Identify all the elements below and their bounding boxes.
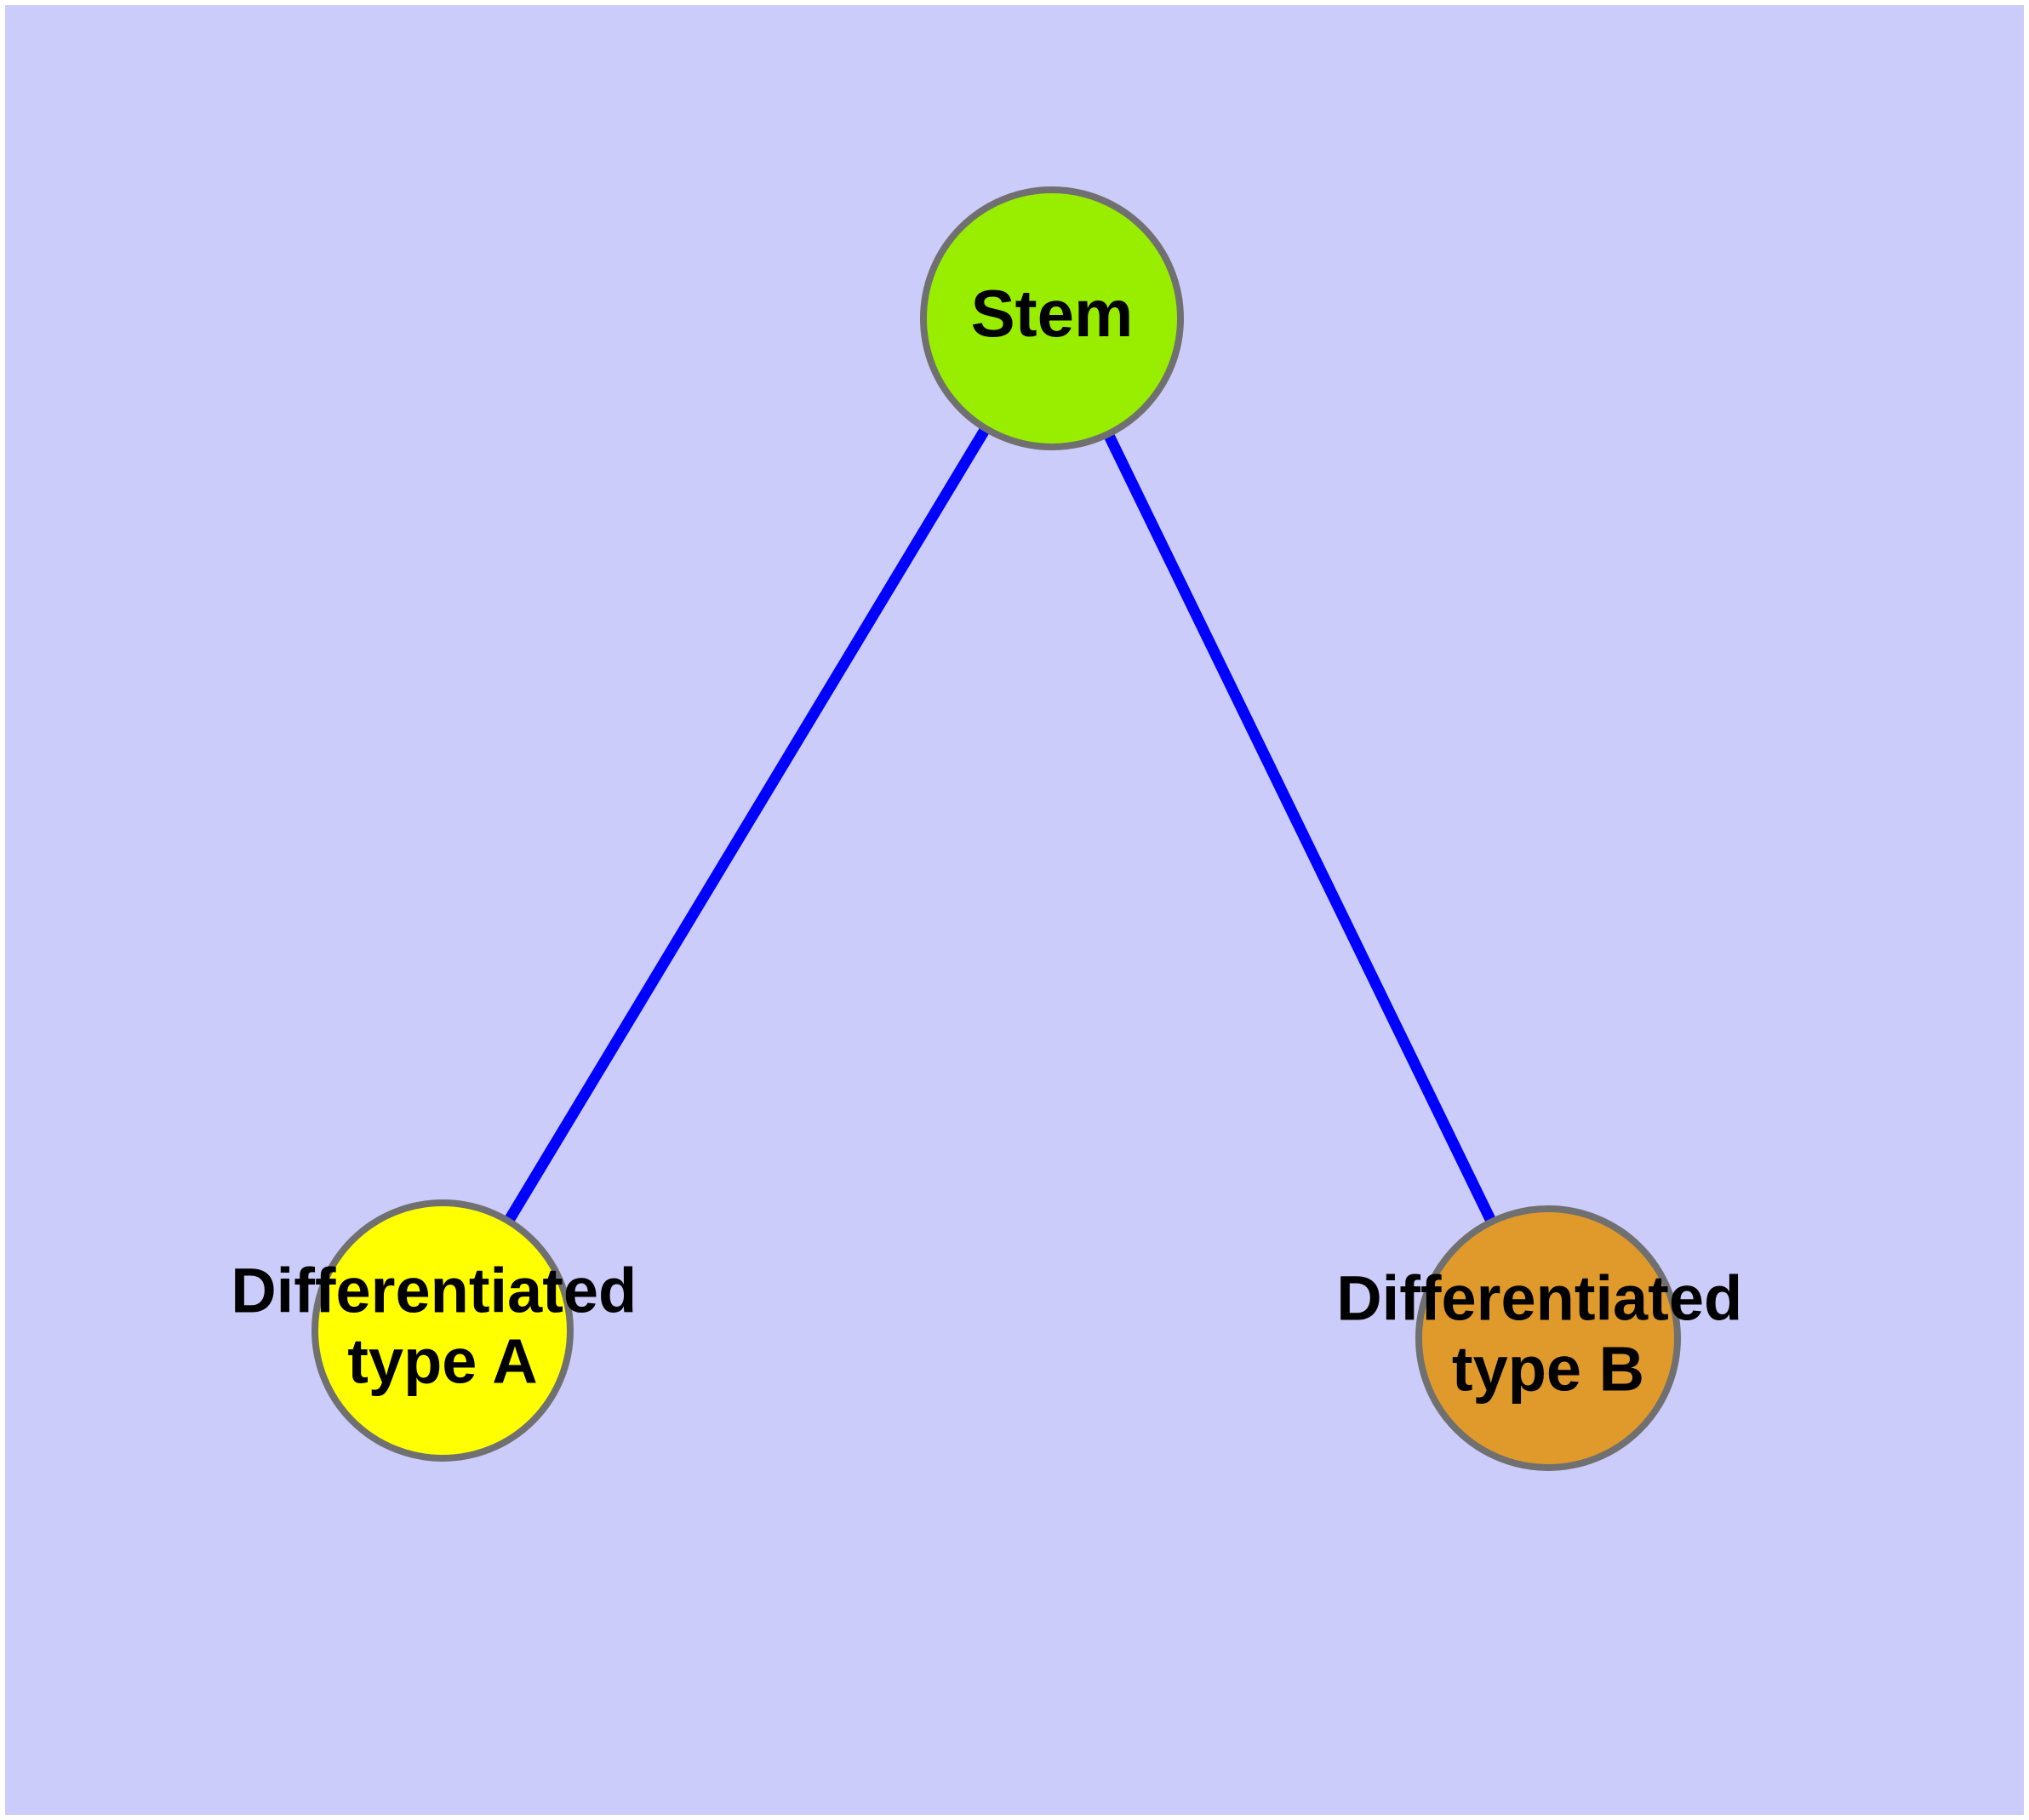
node-differentiated-type-b[interactable]: Differentiated type B [1336, 1205, 1760, 1471]
graph-svg: Stem Differentiated type A Differentiate… [231, 186, 1760, 1471]
node-differentiated-type-a-circle[interactable] [311, 1199, 574, 1462]
node-differentiated-type-a[interactable]: Differentiated type A [231, 1199, 654, 1462]
node-differentiated-type-b-label-line-1: Differentiated [1336, 1262, 1742, 1333]
node-layer: Stem Differentiated type A Differentiate… [231, 186, 1760, 1471]
node-differentiated-type-a-label-line-2: type A [347, 1325, 537, 1396]
node-stem-label: Stem [971, 276, 1134, 351]
node-differentiated-type-b-circle[interactable] [1415, 1205, 1681, 1471]
edge-layer [501, 422, 1499, 1228]
node-differentiated-type-b-label: Differentiated type B [1336, 1262, 1760, 1404]
node-differentiated-type-a-label: Differentiated type A [231, 1255, 654, 1396]
edge-stem-to-differentiated-type-b[interactable] [1101, 428, 1499, 1228]
edge-stem-to-differentiated-type-a[interactable] [501, 422, 992, 1228]
node-differentiated-type-b-label-line-2: type B [1452, 1333, 1644, 1404]
node-differentiated-type-a-label-line-1: Differentiated [231, 1255, 637, 1325]
node-stem-label-line-1: Stem [971, 276, 1134, 351]
graph-plot-area: Stem Differentiated type A Differentiate… [5, 5, 2024, 1815]
node-stem-circle[interactable] [920, 186, 1184, 450]
node-stem[interactable]: Stem [920, 186, 1184, 450]
